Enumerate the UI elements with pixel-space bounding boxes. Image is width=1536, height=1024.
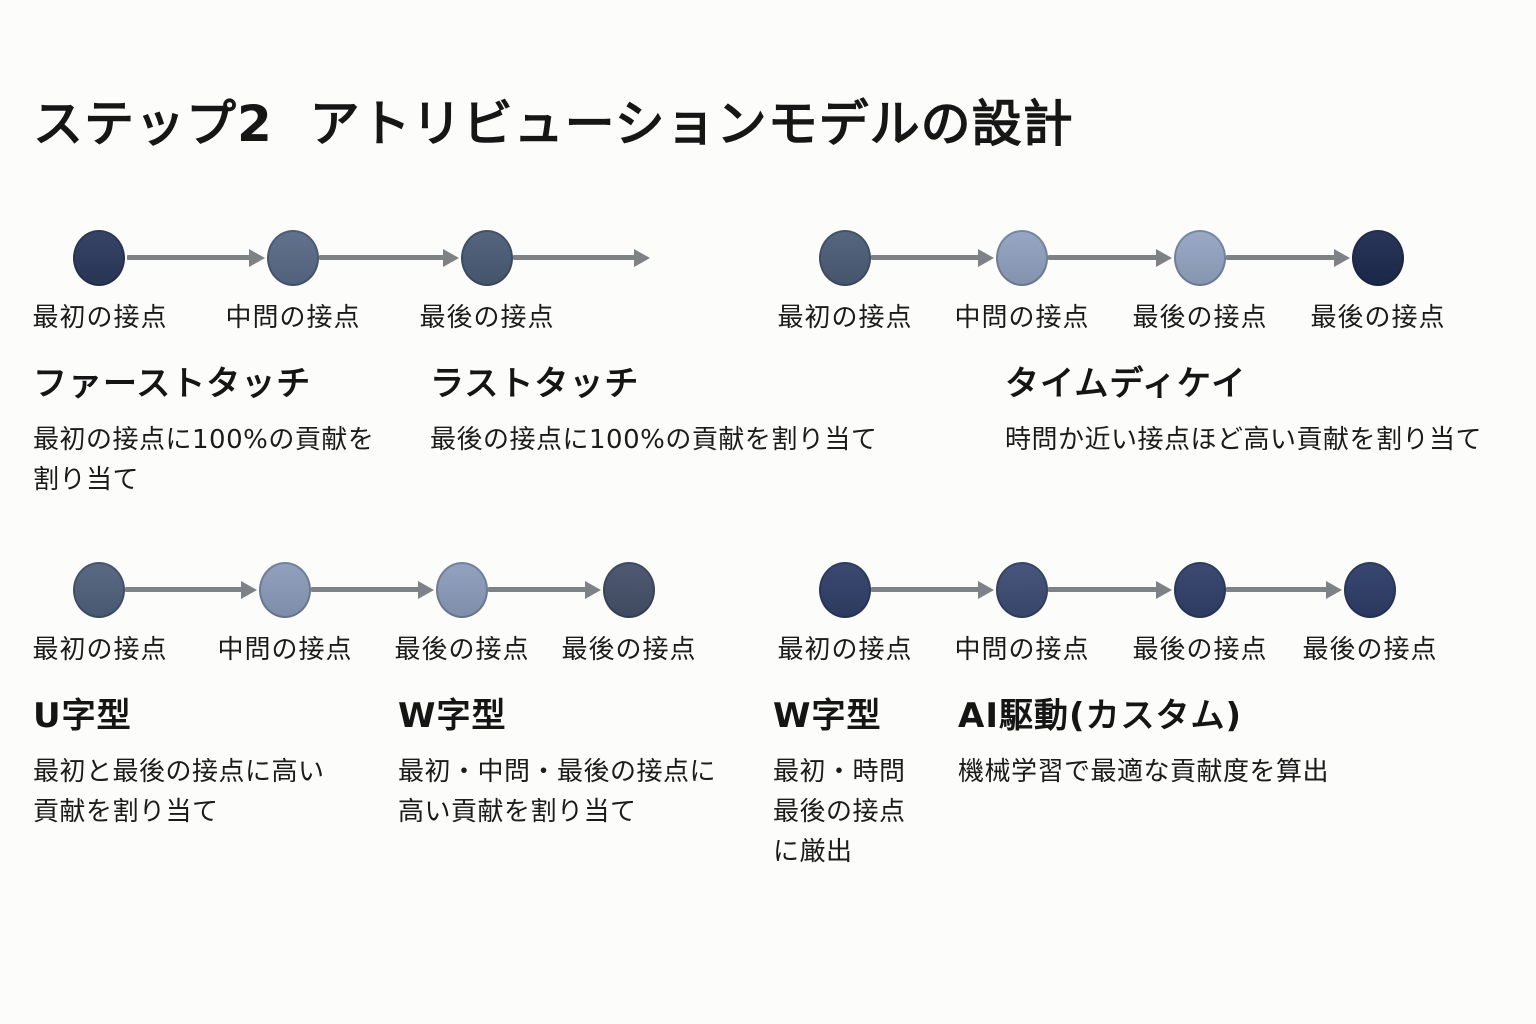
arrow-icon: [871, 580, 994, 599]
model-description: 最初と最後の接点に高い 貢献を割り当て: [33, 756, 325, 827]
touchpoint-label: 最後の接点: [1302, 635, 1438, 665]
arrow-icon: [311, 580, 434, 599]
touchpoint-circle: [436, 562, 488, 618]
model-name: ラストタッチ: [430, 364, 640, 404]
touchpoint-label: 最後の接点: [394, 635, 530, 665]
model-description: 最初・時問 最後の接点 に厳出: [773, 756, 906, 867]
model-name: W字型: [773, 696, 882, 736]
model-description: 最初の接点に100%の貢献を 割り当て: [33, 424, 375, 495]
touchpoint-label: 最初の接点: [777, 303, 913, 333]
model-time-decay: タイムディケイ 時問か近い接点ほど高い貢献を割り当て: [1005, 364, 1525, 460]
touchpoint-label: 最初の接点: [32, 635, 168, 665]
model-name: ファーストタッチ: [33, 364, 312, 404]
touchpoint-label: 中問の接点: [217, 635, 353, 665]
model-name: AI駆動(カスタム): [958, 696, 1243, 736]
touchpoint-circle: [996, 230, 1048, 286]
touchpoint-circle: [1174, 230, 1226, 286]
arrow-icon: [488, 580, 601, 599]
model-name: U字型: [33, 696, 132, 736]
model-description: 時問か近い接点ほど高い貢献を割り当て: [1005, 424, 1483, 455]
arrow-icon: [1048, 248, 1172, 267]
touchpoint-label: 中問の接点: [954, 303, 1090, 333]
touchpoint-circle: [819, 562, 871, 618]
model-w-shape: W字型 最初・中問・最後の接点に 高い貢献を割り当て: [398, 696, 738, 832]
model-description: 最後の接点に100%の貢献を割り当て: [430, 424, 878, 455]
touchpoint-label: 最後の接点: [419, 303, 555, 333]
touchpoint-circle: [819, 230, 871, 286]
touchpoint-circle: [73, 562, 125, 618]
touchpoint-circle: [1174, 562, 1226, 618]
touchpoint-circle: [1352, 230, 1404, 286]
touchpoint-label: 最初の接点: [32, 303, 168, 333]
touchpoint-circle: [461, 230, 513, 286]
arrow-icon: [513, 248, 650, 267]
touchpoint-label: 中問の接点: [954, 635, 1090, 665]
arrow-icon: [125, 580, 257, 599]
touchpoint-label: 最後の接点: [1132, 303, 1268, 333]
model-description: 機械学習で最適な貢献度を算出: [958, 756, 1330, 787]
arrow-icon: [1226, 248, 1350, 267]
arrow-icon: [1226, 580, 1342, 599]
touchpoint-circle: [267, 230, 319, 286]
model-description: 最初・中問・最後の接点に 高い貢献を割り当て: [398, 756, 717, 827]
model-first-touch: ファーストタッチ 最初の接点に100%の貢献を 割り当て: [33, 364, 413, 500]
arrow-icon: [871, 248, 994, 267]
model-ai-custom: AI駆動(カスタム) 機械学習で最適な貢献度を算出: [958, 696, 1518, 792]
model-u-shape: U字型 最初と最後の接点に高い 貢献を割り当て: [33, 696, 373, 832]
page-title: ステップ2 アトリビューションモデルの設計: [33, 95, 1074, 153]
touchpoint-label: 最初の接点: [777, 635, 913, 665]
touchpoint-circle: [996, 562, 1048, 618]
arrow-icon: [127, 248, 265, 267]
touchpoint-label: 中問の接点: [225, 303, 361, 333]
touchpoint-label: 最後の接点: [561, 635, 697, 665]
touchpoint-label: 最後の接点: [1310, 303, 1446, 333]
touchpoint-circle: [603, 562, 655, 618]
touchpoint-label: 最後の接点: [1132, 635, 1268, 665]
touchpoint-circle: [1344, 562, 1396, 618]
arrow-icon: [319, 248, 459, 267]
model-last-touch: ラストタッチ 最後の接点に100%の貢献を割り当て: [430, 364, 930, 460]
model-name: W字型: [398, 696, 507, 736]
touchpoint-circle: [73, 230, 125, 286]
arrow-icon: [1048, 580, 1172, 599]
touchpoint-circle: [259, 562, 311, 618]
model-w-shape-2: W字型 最初・時問 最後の接点 に厳出: [773, 696, 943, 872]
model-name: タイムディケイ: [1005, 364, 1247, 404]
